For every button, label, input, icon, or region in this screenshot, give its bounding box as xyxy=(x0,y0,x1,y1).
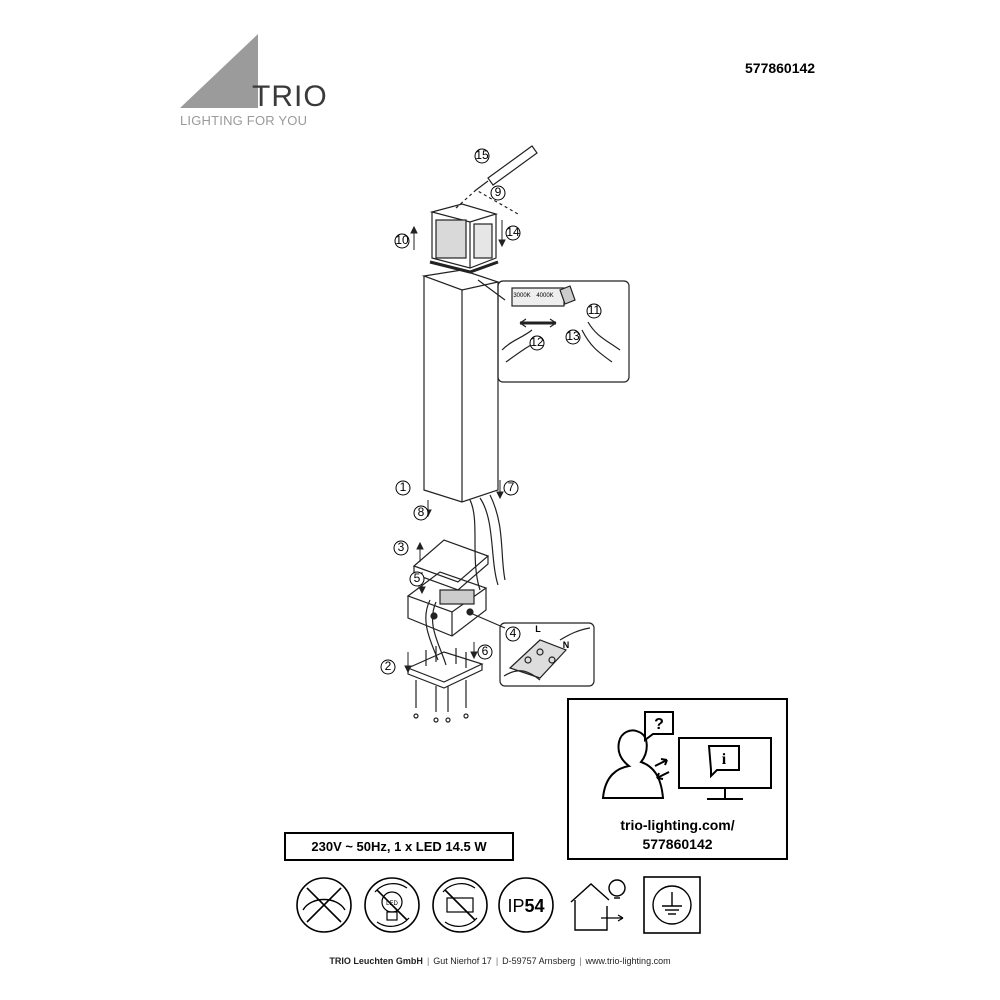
step-3-marker xyxy=(393,540,409,556)
spec-box: 230V ~ 50Hz, 1 x LED 14.5 W xyxy=(284,832,514,861)
question-mark: ? xyxy=(654,716,664,733)
footer-street: Gut Nierhof 17 xyxy=(433,956,492,966)
step-5-label: 5 xyxy=(414,571,421,585)
ip-prefix: IP xyxy=(507,896,524,916)
step-1-marker xyxy=(395,480,411,496)
protective-earth-icon xyxy=(643,876,701,934)
info-graphic: ? i xyxy=(601,711,772,800)
step-6-marker xyxy=(477,644,493,660)
monitor-icon xyxy=(678,737,772,800)
step-14-marker xyxy=(505,225,521,241)
footer-website[interactable]: www.trio-lighting.com xyxy=(585,956,671,966)
step-5-marker xyxy=(409,571,425,587)
step-7-marker xyxy=(503,480,519,496)
step-4-marker xyxy=(505,626,521,642)
step-13-label: 13 xyxy=(566,329,580,343)
step-12-marker xyxy=(529,335,545,351)
step-8-marker xyxy=(413,505,429,521)
step-2-label: 2 xyxy=(385,659,392,673)
non-replaceable-led-icon: LED xyxy=(364,877,420,933)
step-9-marker xyxy=(490,185,506,201)
no-insulation-covering-icon xyxy=(296,877,352,933)
info-bubble-icon xyxy=(707,745,740,779)
logo-triangle xyxy=(180,34,258,108)
question-bubble-icon xyxy=(644,711,674,742)
non-replaceable-driver-icon xyxy=(432,877,488,933)
lamp-post xyxy=(421,269,501,503)
color-temp-label-2: 4000K xyxy=(536,293,553,299)
step-11-marker xyxy=(586,303,602,319)
footer-company: TRIO Leuchten GmbH xyxy=(329,956,423,966)
screwdriver-top xyxy=(475,145,538,191)
step-3-label: 3 xyxy=(398,540,405,554)
step-14-label: 14 xyxy=(506,225,520,239)
screw-path-top xyxy=(455,189,519,215)
info-box: ? i trio-lighting.com/ 577860142 xyxy=(567,698,788,860)
step-9-label: 9 xyxy=(495,185,502,199)
step-13-marker xyxy=(565,329,581,345)
detail-leader-top xyxy=(477,279,506,301)
detail-box-terminals xyxy=(499,622,595,687)
detail-leader-bottom xyxy=(467,611,506,629)
led-label: LED xyxy=(386,901,398,907)
step-11-label: 11 xyxy=(588,303,601,317)
step-1-label: 1 xyxy=(400,480,407,494)
detail-box-switch xyxy=(497,280,630,383)
footer: TRIO Leuchten GmbH|Gut Nierhof 17|D-5975… xyxy=(329,956,671,966)
step-8-label: 8 xyxy=(418,505,425,519)
info-url[interactable]: trio-lighting.com/ 577860142 xyxy=(569,816,786,854)
ip-number: 54 xyxy=(524,896,544,916)
logo-tagline: LIGHTING FOR YOU xyxy=(180,113,308,128)
swap-arrows-icon xyxy=(654,758,670,780)
wires xyxy=(425,494,506,666)
lamp-head xyxy=(429,203,499,274)
info-url-line1: trio-lighting.com/ xyxy=(620,817,735,833)
footer-city: D-59757 Arnsberg xyxy=(502,956,576,966)
step-15-marker xyxy=(474,148,490,164)
step-10-marker xyxy=(394,233,410,249)
step-4-label: 4 xyxy=(510,626,517,640)
step-6-label: 6 xyxy=(482,644,489,658)
outdoor-use-icon xyxy=(570,879,626,931)
step-10-label: 10 xyxy=(395,233,409,247)
ip54-rating-icon: IP54 xyxy=(498,877,554,933)
junction-box xyxy=(406,571,488,637)
wire-label-neutral: N xyxy=(563,640,570,650)
svg-text:IP54: IP54 xyxy=(507,896,544,916)
logo-brand: TRIO xyxy=(252,80,328,113)
person-icon xyxy=(601,729,665,799)
color-temp-label-1: 3000K xyxy=(513,293,530,299)
step-2-marker xyxy=(380,659,396,675)
article-number: 577860142 xyxy=(745,60,816,76)
info-url-line2: 577860142 xyxy=(642,836,713,852)
step-15-label: 15 xyxy=(475,148,489,162)
step-7-label: 7 xyxy=(508,480,515,494)
anchor-screws xyxy=(413,680,469,723)
step-12-label: 12 xyxy=(530,335,544,349)
wire-label-live: L xyxy=(535,624,541,634)
info-mark: i xyxy=(722,751,727,768)
